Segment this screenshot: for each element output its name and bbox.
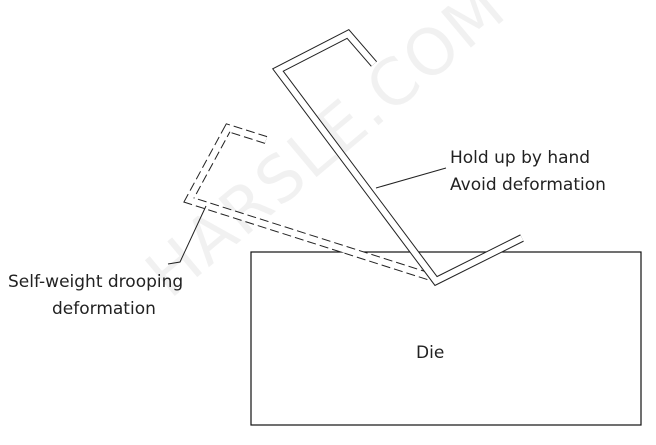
drooping-label-line1: Self-weight drooping — [8, 272, 183, 292]
hold-label-line1: Hold up by hand — [450, 148, 590, 168]
hold-leader-line — [375, 167, 447, 189]
die-block — [250, 251, 642, 426]
held-sheet-outline — [271, 29, 524, 287]
hold-label-line2: Avoid deformation — [450, 175, 606, 195]
drooping-sheet-outline — [183, 123, 436, 282]
drooping-label-line2: deformation — [52, 299, 156, 319]
drooping-leader-line — [167, 205, 207, 265]
die-label: Die — [416, 343, 444, 363]
